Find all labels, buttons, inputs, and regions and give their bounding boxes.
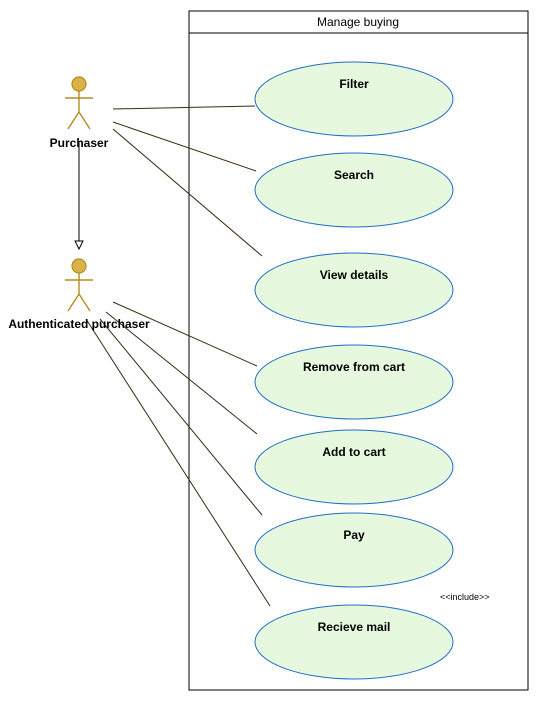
use-case-search-ellipse bbox=[254, 152, 454, 228]
include-relation-mail-pay[interactable]: <<include>> bbox=[440, 592, 490, 602]
use-case-recieve-mail[interactable]: Recieve mail bbox=[254, 604, 454, 680]
use-case-pay[interactable]: Pay bbox=[254, 512, 454, 588]
use-case-search[interactable]: Search bbox=[254, 152, 454, 228]
actor-purchaser-label: Purchaser bbox=[50, 136, 109, 150]
association-authenticated-recieve-mail[interactable] bbox=[85, 318, 271, 607]
use-case-filter[interactable]: Filter bbox=[254, 61, 454, 137]
association-purchaser-search[interactable] bbox=[112, 121, 257, 172]
use-case-remove-from-cart-ellipse bbox=[254, 344, 454, 420]
actor-authenticated-purchaser-icon bbox=[65, 258, 93, 312]
generalization-authenticated-to-purchaser[interactable] bbox=[74, 141, 84, 251]
use-case-view-details[interactable]: View details bbox=[254, 252, 454, 328]
use-case-filter-label: Filter bbox=[339, 77, 369, 91]
use-case-add-to-cart-ellipse bbox=[254, 429, 454, 505]
generalization-arrowhead bbox=[74, 240, 84, 251]
use-case-view-details-label: View details bbox=[320, 268, 389, 282]
use-case-search-label: Search bbox=[334, 168, 374, 182]
actor-purchaser-icon bbox=[65, 76, 93, 130]
use-case-pay-ellipse bbox=[254, 512, 454, 588]
actor-purchaser[interactable]: Purchaser bbox=[50, 76, 109, 150]
use-case-remove-from-cart[interactable]: Remove from cart bbox=[254, 344, 454, 420]
actor-authenticated-purchaser[interactable]: Authenticated purchaser bbox=[8, 258, 150, 331]
associations bbox=[85, 105, 271, 607]
association-authenticated-add-to-cart[interactable] bbox=[105, 311, 258, 435]
association-purchaser-view-details[interactable] bbox=[112, 128, 263, 257]
use-case-recieve-mail-label: Recieve mail bbox=[318, 620, 391, 634]
use-case-filter-ellipse bbox=[254, 61, 454, 137]
use-case-add-to-cart[interactable]: Add to cart bbox=[254, 429, 454, 505]
use-case-add-to-cart-label: Add to cart bbox=[322, 445, 385, 459]
actor-authenticated-purchaser-label: Authenticated purchaser bbox=[8, 317, 150, 331]
use-case-pay-label: Pay bbox=[343, 528, 365, 542]
association-authenticated-pay[interactable] bbox=[99, 318, 263, 516]
association-authenticated-remove-from-cart[interactable] bbox=[112, 301, 258, 367]
use-case-recieve-mail-ellipse bbox=[254, 604, 454, 680]
system-boundary-title: Manage buying bbox=[317, 15, 399, 29]
use-case-view-details-ellipse bbox=[254, 252, 454, 328]
use-case-remove-from-cart-label: Remove from cart bbox=[303, 360, 405, 374]
include-stereotype-label: <<include>> bbox=[440, 592, 490, 602]
association-purchaser-filter[interactable] bbox=[112, 105, 256, 110]
